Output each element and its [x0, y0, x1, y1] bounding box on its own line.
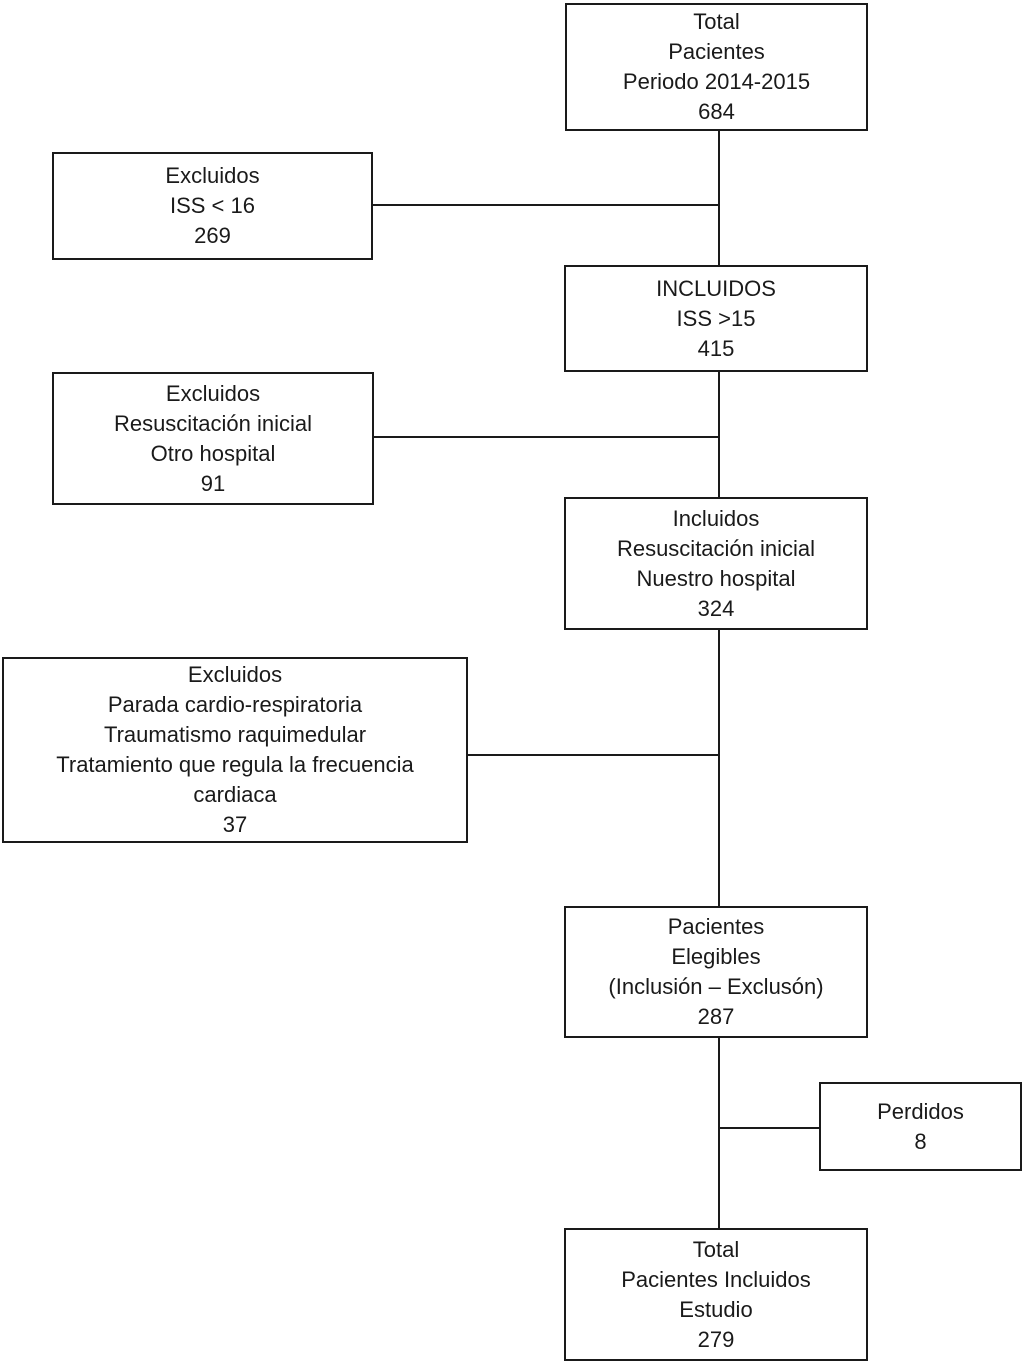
flow-node-included-iss: INCLUIDOS ISS >15 415	[564, 265, 868, 372]
flow-node-excluded-other-causes: Excluidos Parada cardio-respiratoria Tra…	[2, 657, 468, 843]
node-line: Parada cardio-respiratoria	[107, 692, 363, 717]
connector-branch-excluded-resus	[373, 436, 720, 438]
flow-node-eligible-patients: Pacientes Elegibles (Inclusión – Exclusó…	[564, 906, 868, 1038]
node-line: Resuscitación inicial	[616, 535, 816, 561]
node-count: 279	[697, 1326, 735, 1352]
node-count: 91	[200, 470, 226, 496]
flow-node-excluded-resuscitation: Excluidos Resuscitación inicial Otro hos…	[52, 372, 374, 505]
node-line: Excluidos	[165, 380, 261, 406]
node-count: 269	[194, 223, 231, 248]
node-line: Pacientes	[667, 914, 765, 939]
node-line: Total	[693, 9, 740, 34]
connector-branch-lost	[720, 1127, 820, 1129]
flow-node-excluded-iss: Excluidos ISS < 16 269	[52, 152, 373, 260]
node-count: 37	[222, 812, 248, 837]
node-count: 8	[914, 1128, 927, 1154]
node-line: Estudio	[679, 1296, 753, 1322]
node-line: Periodo 2014-2015	[622, 69, 811, 94]
node-line: Pacientes	[668, 39, 765, 64]
connector-eligible-to-final	[718, 1038, 720, 1228]
node-line: Excluidos	[165, 163, 260, 188]
node-line: Incluidos	[672, 505, 760, 531]
connector-included-iss-to-included-resus	[718, 372, 720, 497]
node-line: (Inclusión – Exclusón)	[608, 974, 824, 999]
node-line: Pacientes Incluidos	[621, 1266, 811, 1292]
node-line: Traumatismo raquimedular	[103, 722, 367, 747]
node-count: 324	[697, 595, 735, 621]
node-line: INCLUIDOS	[656, 275, 776, 301]
node-line: Excluidos	[187, 662, 283, 687]
node-line: Perdidos	[877, 1098, 964, 1124]
connector-total-to-included-iss	[718, 131, 720, 265]
node-count: 415	[697, 335, 735, 361]
node-line: Tratamiento que regula la frecuencia car…	[56, 752, 414, 807]
node-line: Otro hospital	[150, 440, 276, 466]
flow-node-included-resuscitation: Incluidos Resuscitación inicial Nuestro …	[564, 497, 868, 630]
flow-node-final-included: Total Pacientes Incluidos Estudio 279	[564, 1228, 868, 1361]
node-line: Elegibles	[671, 944, 761, 969]
connector-branch-excluded-other	[467, 754, 720, 756]
node-line: Nuestro hospital	[636, 565, 796, 591]
flow-node-lost-patients: Perdidos 8	[819, 1082, 1022, 1171]
connector-included-resus-to-eligible	[718, 630, 720, 906]
flow-node-total-patients: Total Pacientes Periodo 2014-2015 684	[565, 3, 868, 131]
node-line: ISS < 16	[169, 193, 255, 218]
node-line: ISS >15	[676, 305, 756, 331]
node-line: Resuscitación inicial	[113, 410, 313, 436]
connector-branch-excluded-iss	[372, 204, 720, 206]
node-line: Total	[692, 1236, 740, 1262]
node-count: 684	[698, 99, 735, 124]
node-count: 287	[697, 1004, 735, 1029]
